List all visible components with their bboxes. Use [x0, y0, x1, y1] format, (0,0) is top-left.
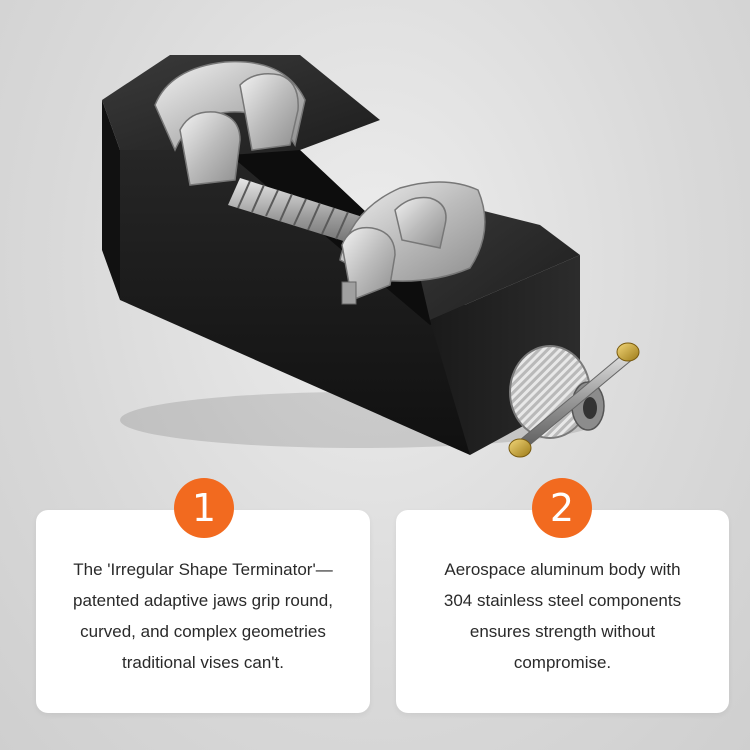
vise-product-image	[102, 55, 640, 458]
feature-2-line: 304 stainless steel components	[443, 591, 682, 610]
feature-2-line: compromise.	[513, 653, 612, 672]
feature-1-line: traditional vises can't.	[122, 653, 284, 672]
feature-2-line: ensures strength without	[469, 622, 656, 641]
front-jaw	[339, 181, 486, 305]
t-handle	[508, 342, 640, 458]
feature-card-1: The 'Irregular Shape Terminator'— patent…	[36, 510, 370, 713]
feature-2-number-badge: 2	[532, 478, 592, 538]
feature-1-number-badge: 1	[174, 478, 234, 538]
feature-2-description: Aerospace aluminum body with 304 stainle…	[406, 554, 719, 678]
rear-jaw	[154, 60, 306, 186]
feature-1-line: The 'Irregular Shape Terminator'—	[73, 560, 333, 579]
feature-1-line: patented adaptive jaws grip round,	[73, 591, 333, 610]
feature-1-line: curved, and complex geometries	[80, 622, 326, 641]
feature-card-2: Aerospace aluminum body with 304 stainle…	[396, 510, 729, 713]
feature-1-description: The 'Irregular Shape Terminator'— patent…	[46, 554, 360, 678]
feature-2-line: Aerospace aluminum body with	[444, 560, 681, 579]
knurled-knob	[509, 345, 605, 439]
